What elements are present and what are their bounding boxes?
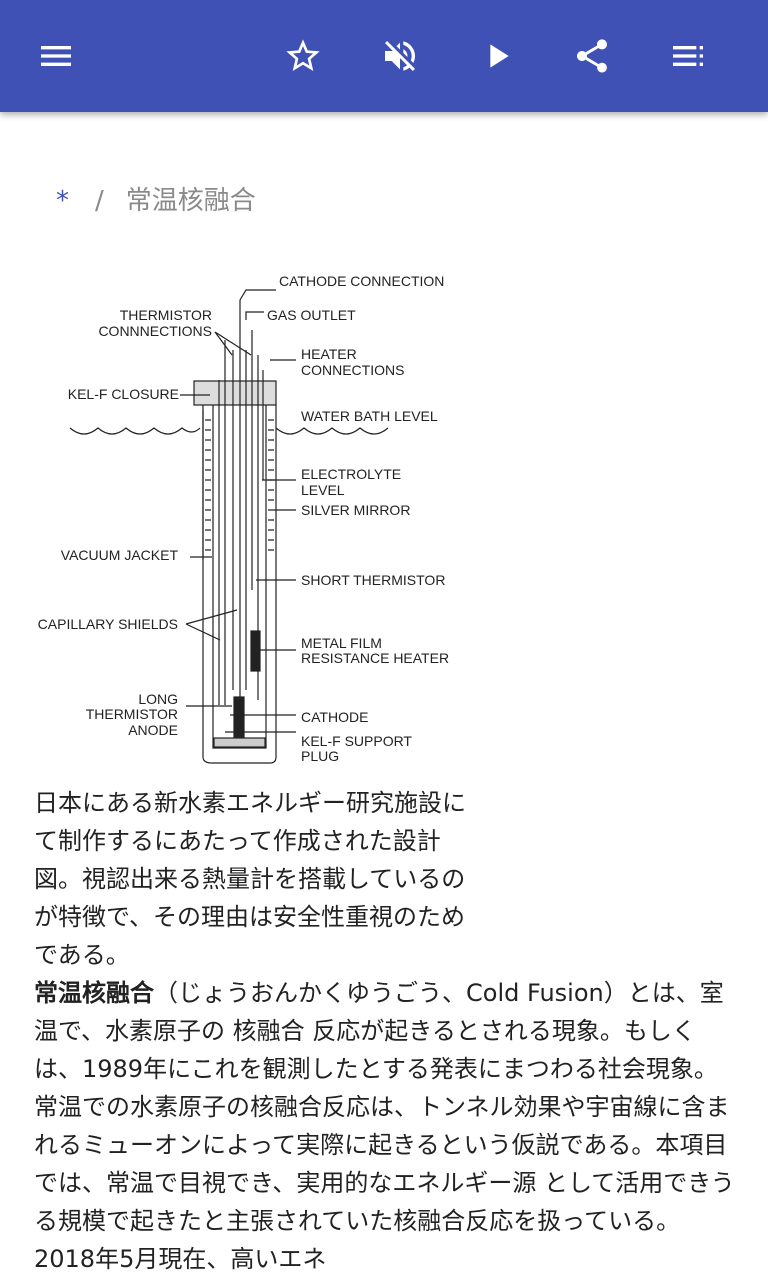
cold-fusion-cell-diagram[interactable]: CATHODE CONNECTION THERMISTOR CONNNECTIO…: [30, 260, 460, 770]
breadcrumb: * / 常温核融合: [56, 180, 256, 217]
label-water-bath-level: WATER BATH LEVEL: [301, 408, 438, 424]
share-icon: [577, 39, 607, 73]
label-thermistor-connections: CONNNECTIONS: [98, 323, 212, 339]
star-icon: [286, 39, 320, 71]
label-electrolyte: ELECTROLYTE: [301, 466, 401, 482]
playlist-icon: [673, 46, 703, 66]
share-button[interactable]: [568, 32, 616, 80]
label-heater: HEATER: [301, 346, 357, 362]
app-bar: [0, 0, 768, 112]
menu-button[interactable]: [32, 32, 80, 80]
label-resistance-heater: RESISTANCE HEATER: [301, 650, 449, 666]
bookmark-button[interactable]: [279, 32, 327, 80]
label-plug: PLUG: [301, 748, 339, 764]
breadcrumb-separator: /: [95, 186, 104, 216]
label-long: LONG: [138, 691, 178, 707]
label-kel-f-support: KEL-F SUPPORT: [301, 733, 412, 749]
label-short-thermistor: SHORT THERMISTOR: [301, 572, 445, 588]
menu-icon: [41, 46, 71, 66]
label-silver-mirror: SILVER MIRROR: [301, 502, 410, 518]
play-icon: [490, 44, 509, 68]
figure-caption: 日本にある新水素エネルギー研究施設にて制作するにあたって作成された設計図。視認出…: [34, 789, 466, 969]
label-cathode: CATHODE: [301, 709, 368, 725]
article-title-term: 常温核融合: [34, 979, 154, 1007]
volume-off-icon: [385, 41, 415, 71]
label-gas-outlet: GAS OUTLET: [267, 307, 356, 323]
label-thermistor: THERMISTOR: [120, 307, 212, 323]
label-heater-connections: CONNECTIONS: [301, 362, 404, 378]
label-capillary-shields: CAPILLARY SHIELDS: [38, 616, 178, 632]
mute-button[interactable]: [376, 32, 424, 80]
contents-button[interactable]: [664, 32, 712, 80]
cell-drawing: [69, 289, 389, 764]
breadcrumb-root-link[interactable]: *: [56, 186, 69, 216]
article-body: 常温核融合（じょうおんかくゆうごう、Cold Fusion）とは、室温で、水素原…: [34, 974, 740, 1278]
label-anode: ANODE: [128, 722, 178, 738]
label-kel-f-closure: KEL-F CLOSURE: [68, 386, 179, 402]
diagram-labels: CATHODE CONNECTION THERMISTOR CONNNECTIO…: [38, 273, 449, 764]
breadcrumb-current: 常温核融合: [125, 186, 256, 216]
label-electrolyte-level: LEVEL: [301, 482, 345, 498]
label-metal-film: METAL FILM: [301, 635, 382, 651]
label-cathode-connection: CATHODE CONNECTION: [279, 273, 444, 289]
play-button[interactable]: [473, 32, 521, 80]
label-long-thermistor: THERMISTOR: [86, 706, 178, 722]
article-text: （じょうおんかくゆうごう、Cold Fusion）とは、室温で、水素原子の 核融…: [34, 979, 735, 1273]
label-vacuum-jacket: VACUUM JACKET: [61, 547, 179, 563]
